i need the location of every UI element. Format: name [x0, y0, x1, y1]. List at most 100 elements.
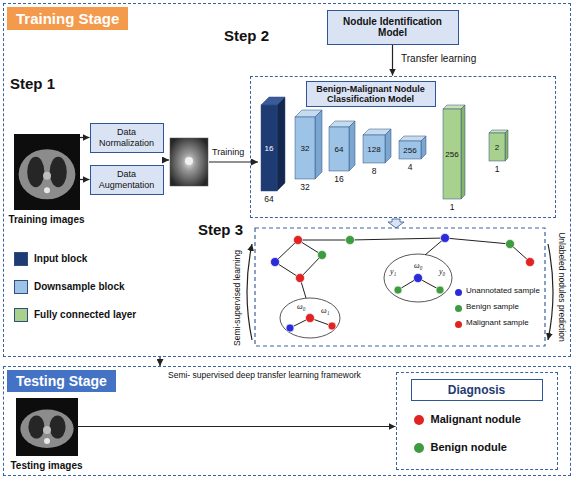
box-label: Nodule Identification Model: [328, 16, 458, 39]
block-number: 256: [399, 141, 421, 159]
ct-scan: [14, 134, 80, 210]
block-number: 64: [251, 194, 287, 204]
graph-node: [394, 286, 402, 294]
ct-scan: [49, 415, 65, 438]
block-shape: [261, 105, 277, 191]
legend-text: Input block: [34, 253, 87, 264]
block-shape: [363, 135, 385, 163]
ct-image: Training images: [14, 134, 80, 210]
graph-node: [436, 286, 444, 294]
step-label: Step 1: [10, 76, 55, 93]
legend-swatch: [455, 321, 462, 328]
graph-node: [318, 251, 327, 260]
flow-arrow: [80, 179, 90, 180]
model-title: Benign-Malignant Nodule Classification M…: [306, 81, 436, 108]
process-box: Nodule Identification Model: [327, 10, 459, 45]
flow-arrow: [162, 160, 553, 340]
block-shape: [295, 117, 315, 179]
graph-edge: [275, 238, 530, 328]
block-number: 2: [489, 133, 505, 161]
ct-scan: [43, 171, 51, 179]
model-panel: 16643232641612882564256121Benign-Maligna…: [250, 76, 556, 218]
block-shape: [315, 110, 322, 179]
flow-arrow: [162, 159, 169, 160]
arrow-label: Training: [212, 148, 244, 158]
math-label: ω₁: [320, 307, 330, 316]
legend-swatch: [455, 289, 462, 296]
block-shape: [505, 130, 508, 161]
step-label: Step 3: [198, 222, 243, 239]
graph-edge: [350, 238, 445, 240]
ct-scan: [43, 425, 51, 433]
ct-scan: [20, 409, 73, 447]
math-label: y₀: [438, 268, 446, 277]
graph-inset: [280, 254, 452, 338]
legend-text: Unannotated sample: [466, 287, 540, 296]
graph-node: [286, 324, 294, 332]
graph-node: [414, 274, 423, 283]
diagnosis-panel: DiagnosisMalignant noduleBenign nodule: [396, 372, 558, 470]
image-caption: Testing images: [2, 460, 92, 471]
flow-arrow: [159, 357, 160, 366]
ct-scan: [44, 437, 50, 443]
legend-swatch: [14, 252, 28, 266]
stage-title: Training Stage: [7, 7, 128, 30]
network-block: 3232: [295, 117, 315, 179]
ct-scan: [28, 415, 44, 438]
diagnosis-text: Malignant nodule: [431, 413, 521, 425]
flow-arrow: [548, 244, 553, 340]
nodule-crop: [170, 138, 208, 186]
block-shape: [277, 97, 285, 191]
legend-swatch: [455, 305, 462, 312]
flow-arrow: [78, 426, 396, 427]
box-label: Data Augmentation: [91, 169, 163, 190]
block-shape: [385, 129, 391, 163]
graph-node: [306, 314, 315, 323]
block-number: 1: [433, 202, 471, 212]
diagnosis-text: Benign nodule: [431, 441, 507, 453]
nodule-crop: [185, 157, 193, 165]
graph-node: [441, 234, 450, 243]
diagnosis-dot: [414, 415, 424, 425]
graph-node: [296, 274, 305, 283]
block-shape: [421, 136, 426, 159]
graph-node: [328, 322, 336, 330]
flow-arrow: [209, 161, 258, 162]
math-label: y₁: [389, 268, 397, 277]
graph-node: [526, 258, 535, 267]
ct-image: Testing images: [16, 398, 78, 456]
block-number: 32: [295, 117, 315, 179]
network-block: 2561: [443, 109, 461, 199]
block-shape: [461, 105, 465, 199]
ct-scan: [49, 156, 66, 186]
down-arrow: [388, 219, 404, 228]
side-label: Unlabeled nodules prediction: [556, 232, 565, 342]
block-number: 256: [443, 109, 461, 199]
graph-panel: [255, 228, 545, 346]
graph-node: [294, 236, 303, 245]
graph-node: [271, 234, 535, 333]
process-box: Data Augmentation: [90, 165, 164, 195]
ct-scan: [18, 149, 75, 199]
block-number: 8: [353, 166, 395, 176]
step-label: Step 2: [224, 28, 269, 45]
network-block: 1288: [363, 135, 385, 163]
legend-text: Downsample block: [34, 281, 125, 292]
network-block: 21: [489, 133, 505, 161]
block-number: 1: [479, 164, 515, 174]
block-number: 16: [319, 174, 359, 184]
math-label: ω₀: [413, 262, 423, 271]
diagnosis-dot: [414, 443, 424, 453]
block-number: 32: [285, 182, 325, 192]
block-shape: [329, 127, 349, 171]
graph-node: [506, 240, 515, 249]
block-number: 4: [389, 162, 431, 172]
block-number: 16: [261, 105, 277, 191]
graph-node: [271, 258, 280, 267]
math-label: ω₀: [296, 303, 306, 312]
block-number: 128: [363, 135, 385, 163]
graph-node: [346, 236, 355, 245]
